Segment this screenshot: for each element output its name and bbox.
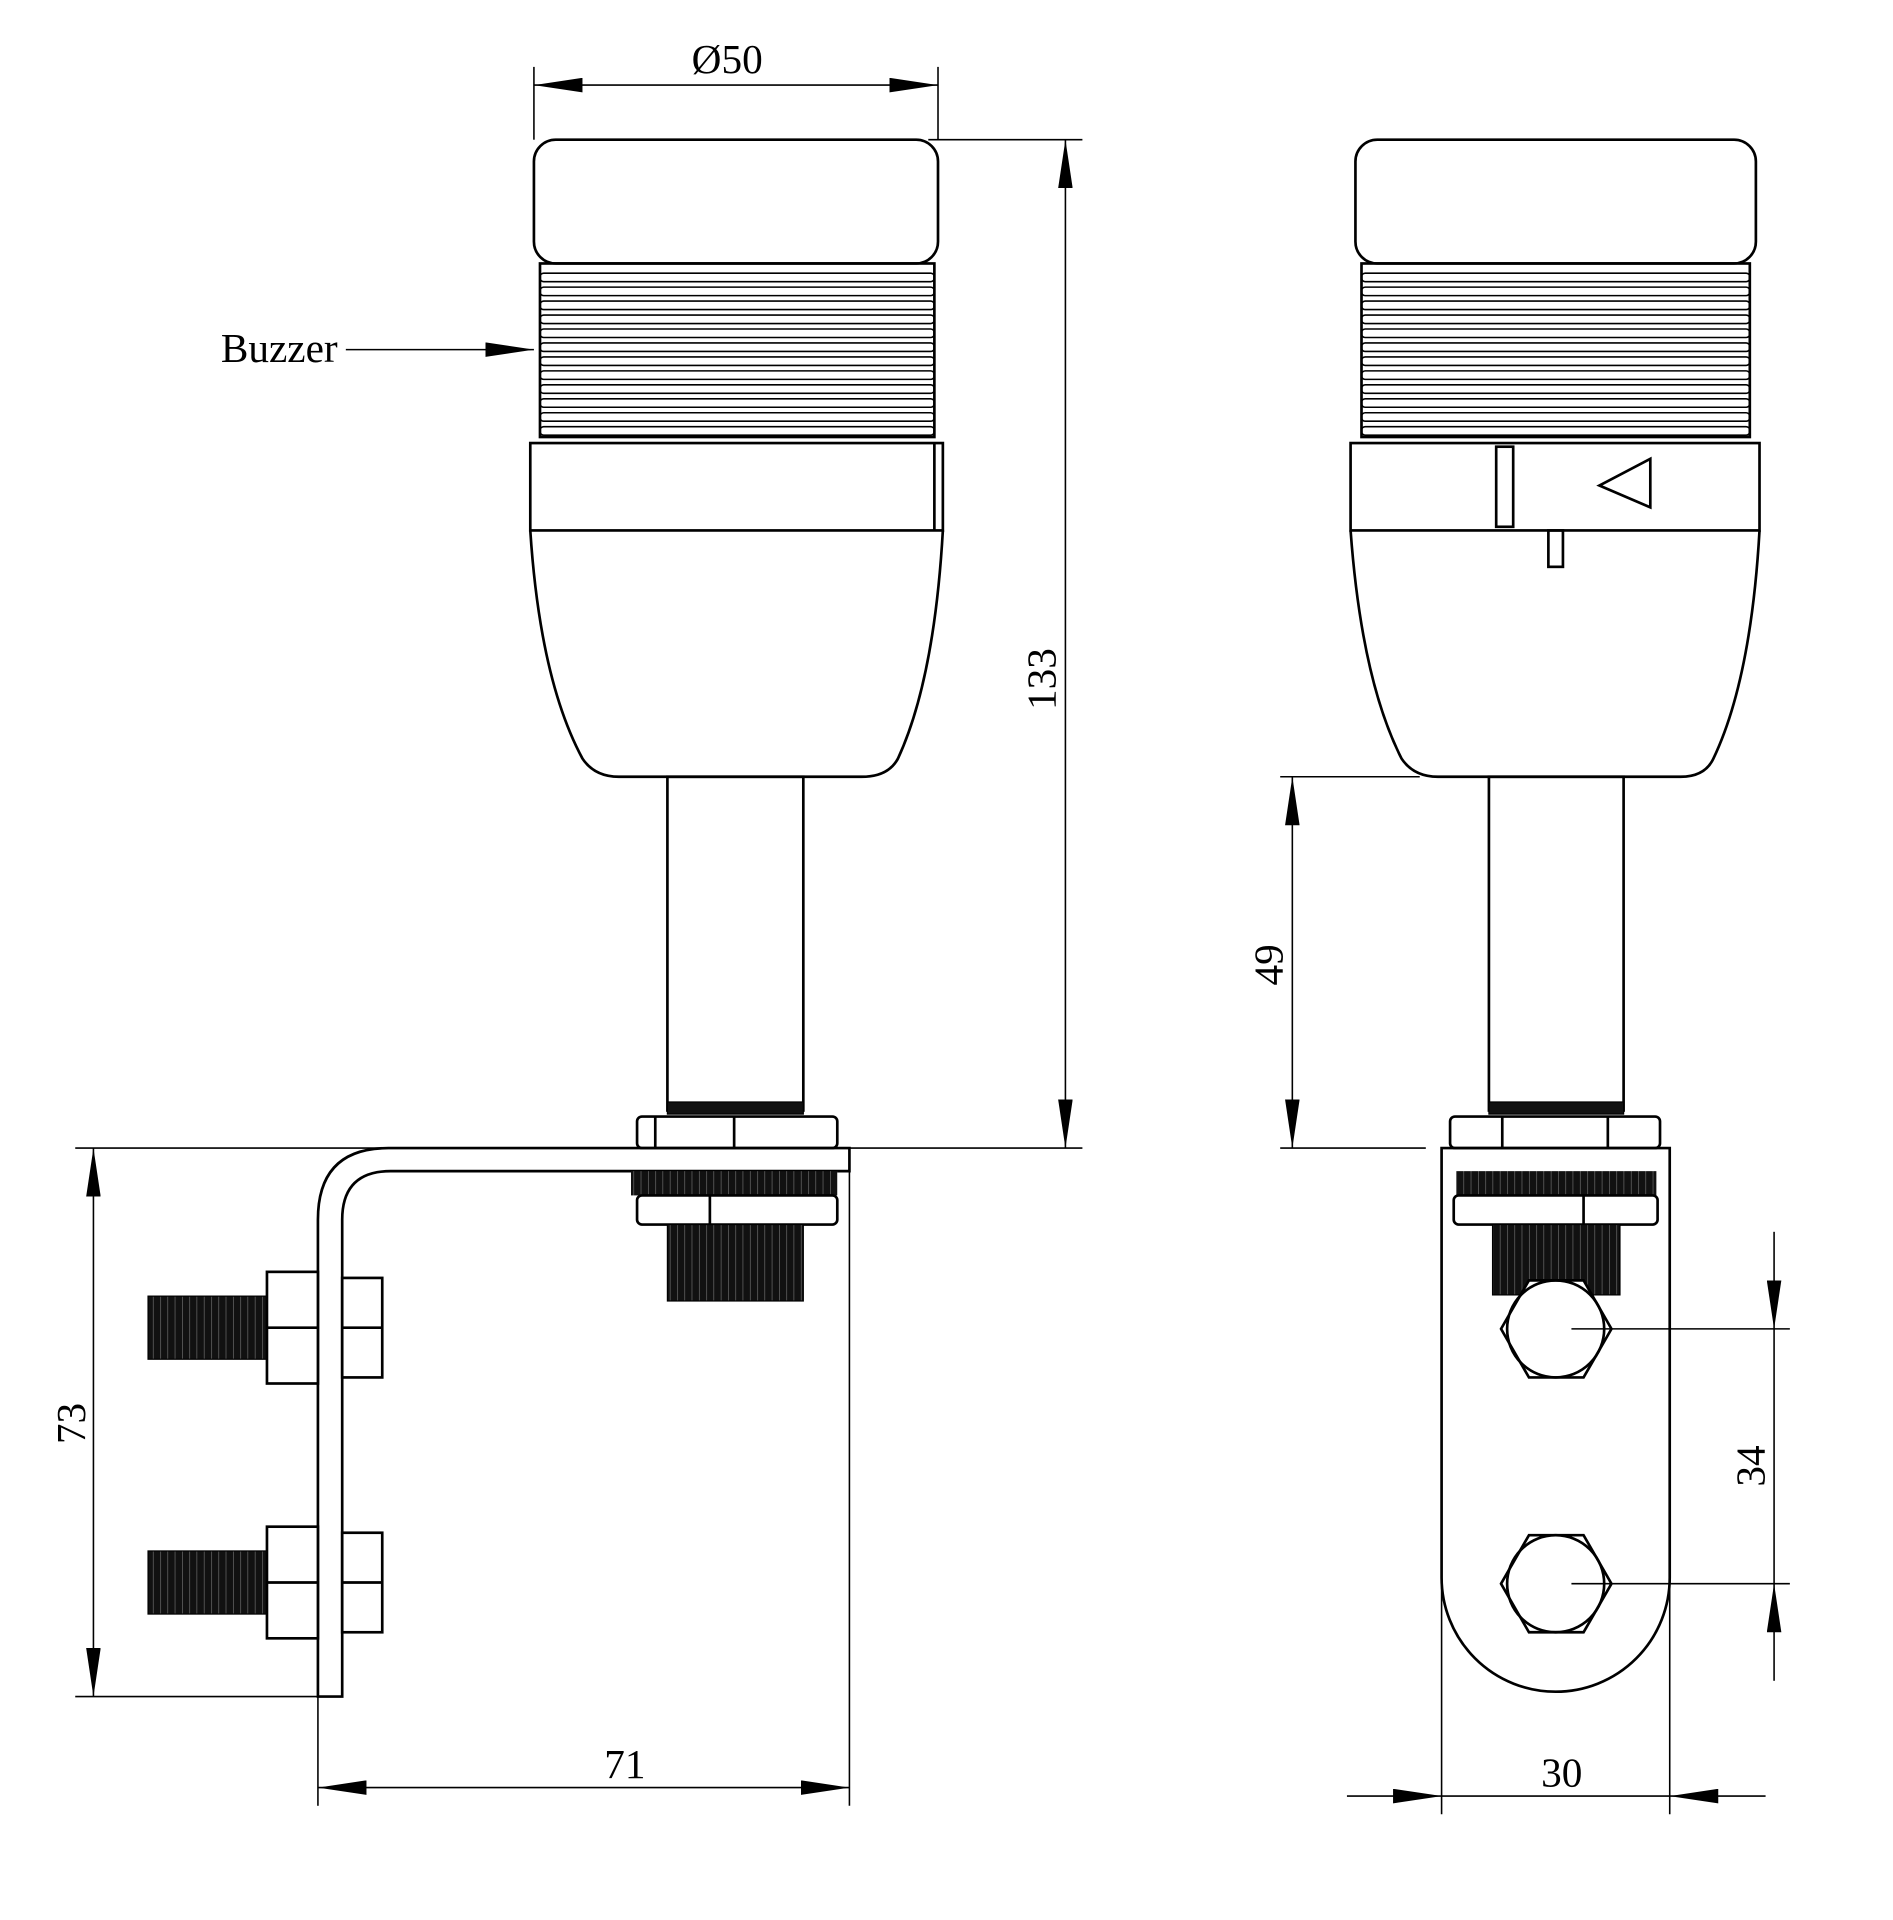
bolt-lower bbox=[147, 1525, 384, 1640]
thread bbox=[666, 1223, 804, 1302]
rib bbox=[539, 272, 936, 283]
rib bbox=[1360, 425, 1751, 436]
rib bbox=[539, 370, 936, 381]
lens-cap bbox=[532, 138, 940, 265]
dim-hole-spacing: 34 bbox=[1727, 1445, 1773, 1486]
lower-nut bbox=[635, 1194, 839, 1226]
rib bbox=[1360, 397, 1751, 409]
dim-bracket-width: 30 bbox=[1541, 1749, 1582, 1795]
pole bbox=[666, 775, 805, 1112]
rib bbox=[539, 314, 936, 325]
bracket-plate bbox=[1440, 1146, 1672, 1693]
rib bbox=[539, 328, 936, 339]
lock-washer bbox=[1456, 1171, 1657, 1196]
dim-diameter: Ø50 bbox=[692, 36, 763, 82]
upper-nut bbox=[1448, 1115, 1662, 1150]
rib bbox=[1360, 328, 1751, 339]
body-collar bbox=[528, 441, 945, 532]
rib bbox=[1360, 272, 1751, 283]
dim-total-height: 133 bbox=[1019, 648, 1065, 710]
rib bbox=[1360, 342, 1751, 353]
lock-washer bbox=[631, 1171, 838, 1196]
rib bbox=[539, 300, 936, 311]
body-collar bbox=[1349, 441, 1761, 532]
lower-nut bbox=[1452, 1194, 1659, 1226]
rib bbox=[539, 384, 936, 395]
rib bbox=[1360, 356, 1751, 367]
triangle-mark-icon bbox=[1596, 456, 1652, 510]
bolt-upper bbox=[147, 1270, 384, 1385]
rib bbox=[539, 342, 936, 353]
body-base bbox=[528, 530, 945, 779]
lens-cap bbox=[1354, 138, 1758, 265]
upper-nut bbox=[635, 1115, 839, 1150]
dim-bracket-height: 73 bbox=[48, 1403, 94, 1444]
side-view: Buzzer Ø50 133 73 71 bbox=[48, 36, 1083, 1806]
rib bbox=[1360, 384, 1751, 395]
front-view: 49 34 30 bbox=[1246, 138, 1790, 1815]
rib bbox=[1360, 286, 1751, 297]
buzzer-ribs bbox=[1360, 272, 1751, 436]
rib bbox=[539, 286, 936, 297]
dim-bracket-depth: 71 bbox=[604, 1741, 645, 1787]
rib bbox=[1360, 411, 1751, 423]
rib bbox=[539, 356, 936, 367]
rib bbox=[539, 425, 936, 436]
buzzer-label: Buzzer bbox=[221, 325, 338, 371]
rib bbox=[539, 411, 936, 423]
dim-pole-height: 49 bbox=[1246, 944, 1292, 985]
rib bbox=[1360, 314, 1751, 325]
rib bbox=[1360, 300, 1751, 311]
rib bbox=[539, 397, 936, 409]
buzzer-ribs bbox=[539, 272, 936, 436]
rib bbox=[1360, 370, 1751, 381]
pole bbox=[1487, 775, 1625, 1112]
